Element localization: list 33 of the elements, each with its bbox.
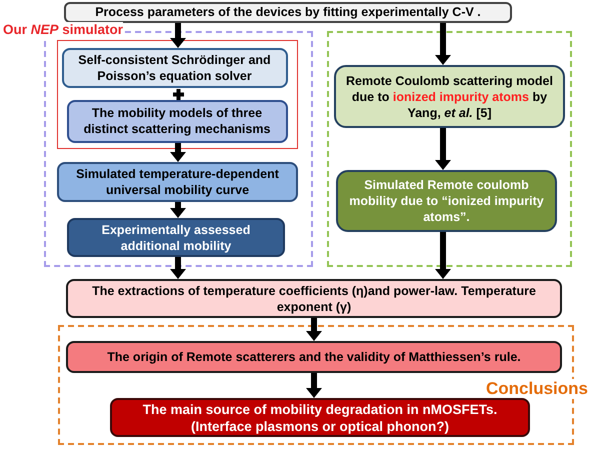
process-box	[62, 48, 288, 88]
step-text: Process parameters of the devices by fitting experimentally C-V .	[95, 5, 481, 20]
arrow	[435, 232, 451, 279]
arrow	[170, 143, 186, 162]
process-box	[334, 65, 565, 128]
process-box	[57, 162, 298, 202]
process-box	[336, 170, 557, 232]
step-text: Experimentally assessed additional mobility	[100, 222, 252, 254]
step-text: The mobility models of three distinct scattering mechanisms	[82, 105, 272, 137]
step-text: Simulated Remote coulomb mobility due to “ionized impurity atoms”.	[348, 177, 545, 225]
dashed-group-frame	[327, 31, 572, 267]
step-text: The main source of mobility degradation in nMOSFETs. (Interface plasmons or optical phonon?)	[142, 400, 498, 434]
group-title: Conclusions	[486, 379, 588, 399]
step-text: The extractions of temperature coefficients (η)and power-law. Temperature exponent (γ)	[91, 282, 537, 314]
step-text: Self-consistent Schrödinger and Poisson’s equation solver	[77, 52, 272, 84]
arrow	[170, 202, 186, 218]
arrow	[306, 318, 322, 341]
arrow	[435, 128, 451, 170]
group-title: Our NEP simulator	[3, 22, 124, 38]
step-text: Remote Coulomb scattering model due to ionized impurity atoms by Yang, et al. [5]	[345, 72, 554, 120]
process-box	[64, 2, 512, 23]
arrow	[435, 23, 451, 65]
arrow	[170, 23, 186, 48]
outline-frame	[57, 40, 298, 149]
process-box	[66, 100, 288, 142]
step-text: Simulated temperature-dependent universal mobility curve	[75, 166, 280, 198]
step-text: The origin of Remote scatterers and the validity of Matthiessen’s rule.	[107, 349, 521, 365]
process-box	[66, 279, 562, 318]
arrow	[306, 373, 322, 398]
process-box	[110, 398, 530, 437]
process-box	[66, 341, 562, 373]
arrow	[170, 257, 186, 279]
process-box	[67, 218, 285, 257]
